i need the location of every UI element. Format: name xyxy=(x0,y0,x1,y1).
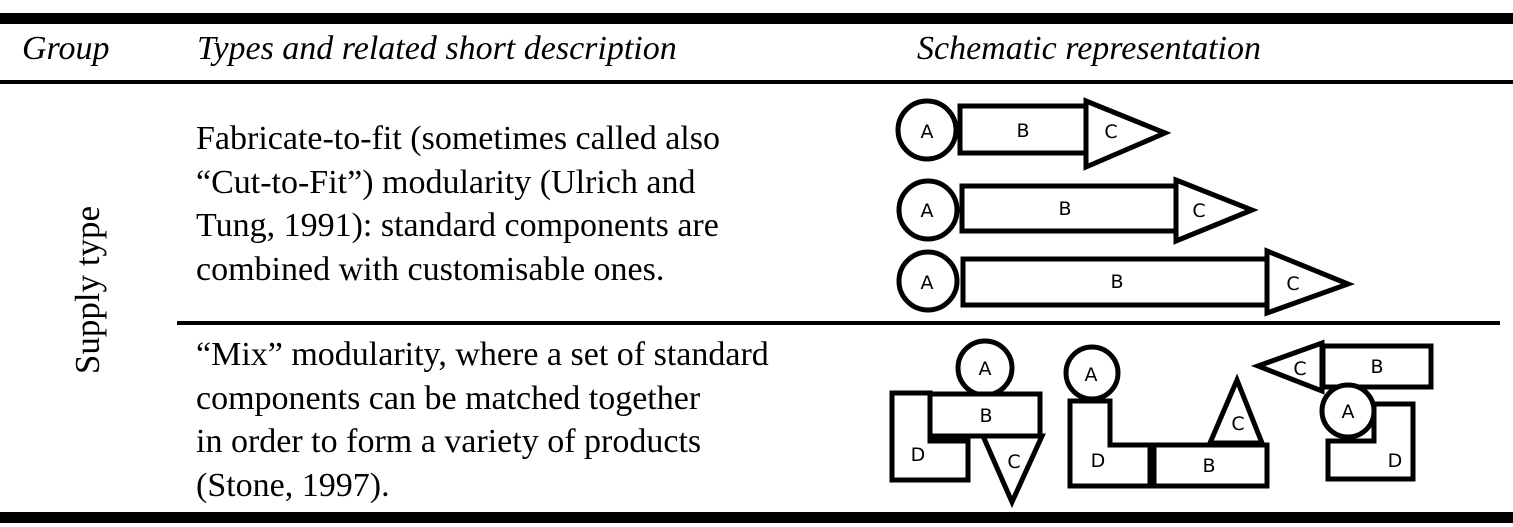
module-c-label: C xyxy=(1286,273,1299,295)
table-top-rule xyxy=(0,13,1513,24)
text-line: in order to form a variety of products xyxy=(196,423,702,460)
text-line: (Stone, 1997). xyxy=(196,466,390,504)
module-c-triangle xyxy=(1206,373,1266,446)
module-b-label: B xyxy=(1110,271,1123,293)
module-a-label: A xyxy=(979,358,992,380)
module-b-label: B xyxy=(1016,120,1029,142)
module-b-bar xyxy=(1320,343,1434,390)
module-c-label: C xyxy=(1293,358,1306,380)
text-line: Tung, 1991): standard components are xyxy=(196,207,719,244)
schematic-mix: D A B C A D B C C B A D xyxy=(889,338,1434,509)
module-arrow-1: A B C xyxy=(895,97,1172,171)
module-d-label: D xyxy=(911,444,926,466)
module-b-label: B xyxy=(979,405,992,427)
header-rule xyxy=(0,80,1513,84)
module-c-label: C xyxy=(1007,451,1020,473)
module-d-lshape xyxy=(1325,401,1416,482)
module-d-label: D xyxy=(1091,450,1106,472)
module-cluster-1: D A B C xyxy=(889,338,1046,509)
module-c-arrowhead xyxy=(1264,247,1355,317)
module-d-lshape xyxy=(1067,398,1153,489)
description-fabricate-to-fit: Fabricate-to-fit (sometimes called also … xyxy=(196,117,720,291)
module-c-arrowhead xyxy=(1173,176,1259,245)
module-b-bar xyxy=(957,103,1089,156)
row-divider-rule xyxy=(177,321,1500,325)
module-c-label: C xyxy=(1231,413,1244,435)
column-header-types: Types and related short description xyxy=(197,30,677,67)
module-a-label: A xyxy=(921,200,934,222)
module-a-label: A xyxy=(1085,364,1098,386)
column-header-schematic: Schematic representation xyxy=(917,30,1262,67)
module-c-label: C xyxy=(1104,121,1117,143)
module-a-label: A xyxy=(921,121,934,143)
description-mix: “Mix” modularity, where a set of standar… xyxy=(196,333,769,507)
text-line: components can be matched together xyxy=(196,379,701,417)
module-d-label: D xyxy=(1388,450,1403,472)
text-line: combined with customisable ones. xyxy=(196,250,665,288)
module-a-label: A xyxy=(1342,401,1355,423)
module-b-label: B xyxy=(1370,356,1383,378)
text-line: “Mix” modularity, where a set of standar… xyxy=(196,336,769,373)
module-cluster-3: C B A D xyxy=(1250,339,1434,482)
module-a-circle xyxy=(895,98,959,162)
row-group-label-supply-type: Supply type xyxy=(68,205,107,375)
table-bottom-rule xyxy=(0,512,1513,523)
module-a-circle xyxy=(896,249,960,313)
module-b-bar xyxy=(1151,442,1270,489)
text-line: “Cut-to-Fit”) modularity (Ulrich and xyxy=(196,163,696,201)
module-arrow-2: A B C xyxy=(896,176,1259,245)
text-line: Fabricate-to-fit (sometimes called also xyxy=(196,120,720,157)
module-c-label: C xyxy=(1192,200,1205,222)
column-header-group: Group xyxy=(22,30,110,67)
module-b-bar xyxy=(927,391,1043,439)
module-b-label: B xyxy=(1058,198,1071,220)
module-b-label: B xyxy=(1202,455,1215,477)
module-a-circle xyxy=(896,178,960,242)
module-c-triangle xyxy=(1250,339,1325,395)
schematic-fabricate-to-fit: A B C A B C A B C xyxy=(895,97,1355,317)
module-a-label: A xyxy=(921,272,934,294)
module-cluster-2: A D B C xyxy=(1063,344,1270,489)
module-arrow-3: A B C xyxy=(896,247,1355,317)
module-a-circle xyxy=(1319,382,1377,440)
module-c-arrowhead xyxy=(1083,97,1172,171)
